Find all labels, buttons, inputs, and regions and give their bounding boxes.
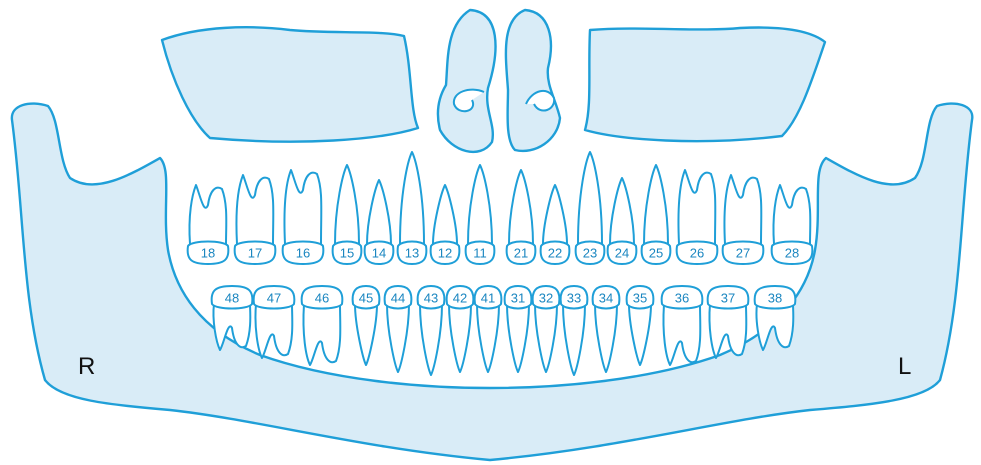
- tooth-number-21: 21: [514, 246, 528, 261]
- tooth-44-root: [387, 304, 409, 372]
- tooth-number-24: 24: [615, 246, 629, 261]
- tooth-17-root: [236, 175, 273, 244]
- tooth-number-18: 18: [201, 246, 215, 261]
- tooth-16-root: [284, 170, 321, 244]
- tooth-23-root: [578, 152, 602, 244]
- tooth-47-root: [255, 304, 292, 358]
- tooth-14-root: [367, 180, 391, 244]
- tooth-number-47: 47: [267, 291, 281, 306]
- tooth-12-root: [433, 185, 457, 244]
- maxilla-left: [585, 28, 825, 142]
- tooth-number-13: 13: [405, 246, 419, 261]
- nasal-concha-right: [438, 10, 496, 152]
- tooth-43-root: [420, 304, 442, 375]
- tooth-26-root: [678, 170, 715, 244]
- tooth-number-37: 37: [721, 291, 735, 306]
- tooth-37-root: [709, 304, 746, 358]
- tooth-number-26: 26: [690, 246, 704, 261]
- tooth-42-root: [449, 304, 471, 372]
- tooth-22-root: [543, 185, 567, 244]
- tooth-number-44: 44: [391, 291, 405, 306]
- tooth-25-root: [644, 165, 668, 244]
- tooth-number-22: 22: [548, 246, 562, 261]
- tooth-41-root: [477, 304, 499, 372]
- tooth-number-46: 46: [315, 291, 329, 306]
- tooth-number-17: 17: [248, 246, 262, 261]
- tooth-18-root: [189, 185, 226, 244]
- tooth-number-25: 25: [649, 246, 663, 261]
- tooth-number-35: 35: [633, 291, 647, 306]
- tooth-number-23: 23: [583, 246, 597, 261]
- tooth-35-root: [629, 304, 651, 365]
- maxilla-right: [162, 27, 418, 141]
- tooth-number-42: 42: [453, 291, 467, 306]
- nasal-concha-left: [506, 10, 560, 151]
- tooth-46-root: [303, 304, 340, 365]
- tooth-number-33: 33: [567, 291, 581, 306]
- tooth-number-31: 31: [511, 291, 525, 306]
- tooth-number-48: 48: [225, 291, 239, 306]
- tooth-24-root: [610, 178, 634, 244]
- tooth-34-root: [595, 304, 617, 372]
- left-side-label: L: [898, 353, 911, 380]
- tooth-36-root: [663, 304, 700, 365]
- tooth-number-16: 16: [296, 246, 310, 261]
- tooth-31-root: [507, 304, 529, 372]
- tooth-28-root: [773, 185, 810, 244]
- tooth-21-root: [509, 170, 533, 244]
- tooth-number-36: 36: [675, 291, 689, 306]
- tooth-number-12: 12: [438, 246, 452, 261]
- tooth-number-38: 38: [768, 291, 782, 306]
- tooth-45-root: [355, 304, 377, 365]
- right-side-label: R: [78, 353, 95, 380]
- tooth-27-root: [724, 175, 761, 244]
- tooth-15-root: [335, 165, 359, 244]
- tooth-33-root: [563, 304, 585, 375]
- upper-teeth-row: 18 17 16 15 14 13 12 11 21 22 23 24 25 26 27 28: [188, 152, 813, 264]
- tooth-32-root: [535, 304, 557, 372]
- tooth-number-32: 32: [539, 291, 553, 306]
- tooth-13-root: [400, 152, 424, 244]
- tooth-number-41: 41: [481, 291, 495, 306]
- tooth-number-15: 15: [340, 246, 354, 261]
- tooth-number-27: 27: [736, 246, 750, 261]
- tooth-number-28: 28: [785, 246, 799, 261]
- tooth-number-14: 14: [372, 246, 386, 261]
- tooth-11-root: [468, 165, 492, 244]
- tooth-number-43: 43: [424, 291, 438, 306]
- mandible: [12, 104, 972, 460]
- tooth-number-45: 45: [359, 291, 373, 306]
- tooth-number-34: 34: [599, 291, 613, 306]
- tooth-number-11: 11: [473, 246, 487, 261]
